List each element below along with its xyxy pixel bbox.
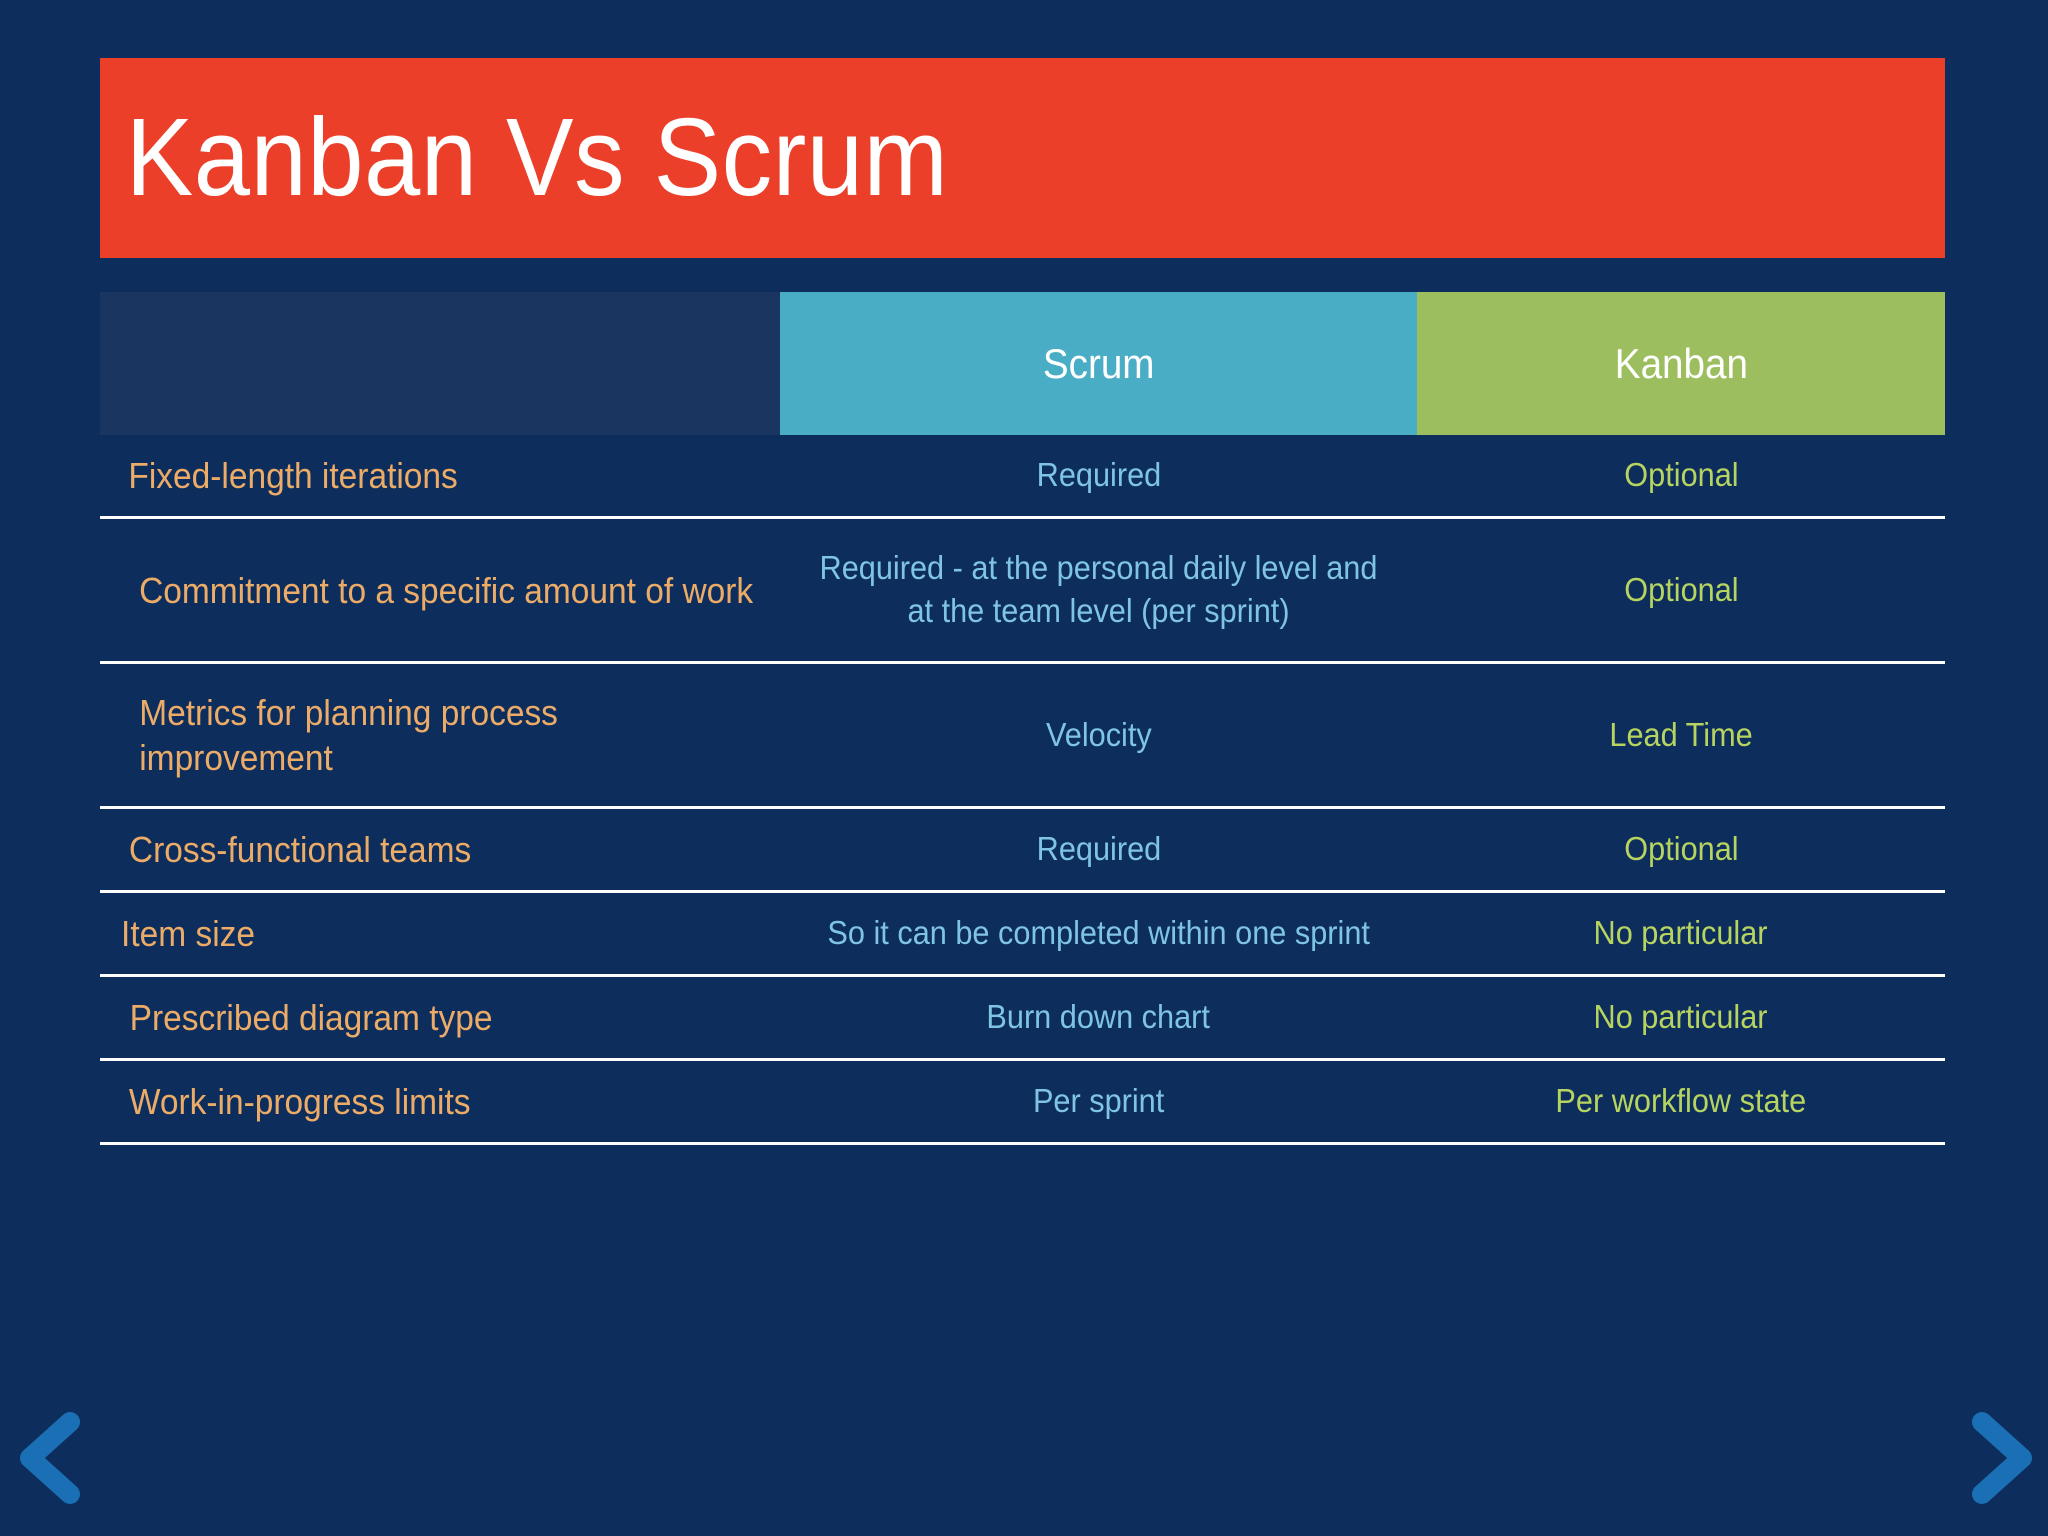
- table-row: Work-in-progress limits Per sprint Per w…: [100, 1061, 1945, 1145]
- row-label: Work-in-progress limits: [128, 1081, 471, 1122]
- header-label-kanban: Kanban: [1614, 339, 1748, 387]
- title-banner: Kanban Vs Scrum: [100, 58, 1945, 258]
- header-cell-kanban: Kanban: [1417, 292, 1945, 435]
- row-value-scrum: Velocity: [1045, 715, 1152, 753]
- row-value-kanban: Optional: [1623, 570, 1739, 608]
- row-value-kanban: No particular: [1594, 914, 1768, 952]
- header-label-scrum: Scrum: [1042, 339, 1155, 387]
- row-label: Fixed-length iterations: [128, 455, 458, 496]
- row-label: Cross-functional teams: [128, 829, 472, 870]
- header-cell-scrum: Scrum: [780, 292, 1417, 435]
- next-slide-button[interactable]: [1962, 1410, 2040, 1506]
- row-value-kanban: Optional: [1623, 456, 1739, 494]
- table-header-row: Scrum Kanban: [100, 292, 1945, 435]
- page-title: Kanban Vs Scrum: [125, 96, 949, 219]
- row-value-kanban: Optional: [1623, 830, 1739, 868]
- table-row: Commitment to a specific amount of work …: [100, 519, 1945, 664]
- previous-slide-button[interactable]: [8, 1410, 86, 1506]
- row-label: Commitment to a specific amount of work: [139, 569, 754, 611]
- row-value-kanban: Lead Time: [1609, 715, 1753, 753]
- row-label: Item size: [121, 913, 256, 954]
- row-value-scrum: So it can be completed within one sprint: [827, 914, 1370, 952]
- row-value-scrum: Per sprint: [1032, 1082, 1165, 1120]
- chevron-left-icon: [20, 1412, 80, 1504]
- table-row: Metrics for planning process improvement…: [100, 664, 1945, 809]
- row-label: Prescribed diagram type: [129, 997, 493, 1038]
- row-value-scrum: Required: [1036, 456, 1161, 494]
- row-label: Metrics for planning process improvement: [139, 692, 558, 778]
- row-value-scrum: Burn down chart: [986, 998, 1211, 1036]
- row-value-scrum: Required: [1036, 830, 1161, 868]
- comparison-table: Scrum Kanban Fixed-length iterations Req…: [100, 292, 1945, 1145]
- table-row: Item size So it can be completed within …: [100, 893, 1945, 977]
- row-value-kanban: Per workflow state: [1555, 1082, 1807, 1120]
- table-row: Cross-functional teams Required Optional: [100, 809, 1945, 893]
- table-row: Prescribed diagram type Burn down chart …: [100, 977, 1945, 1061]
- header-cell-blank: [100, 292, 780, 435]
- row-value-scrum: Required - at the personal daily level a…: [819, 549, 1378, 629]
- table-row: Fixed-length iterations Required Optiona…: [100, 435, 1945, 519]
- chevron-right-icon: [1972, 1412, 2032, 1504]
- row-value-kanban: No particular: [1594, 998, 1768, 1036]
